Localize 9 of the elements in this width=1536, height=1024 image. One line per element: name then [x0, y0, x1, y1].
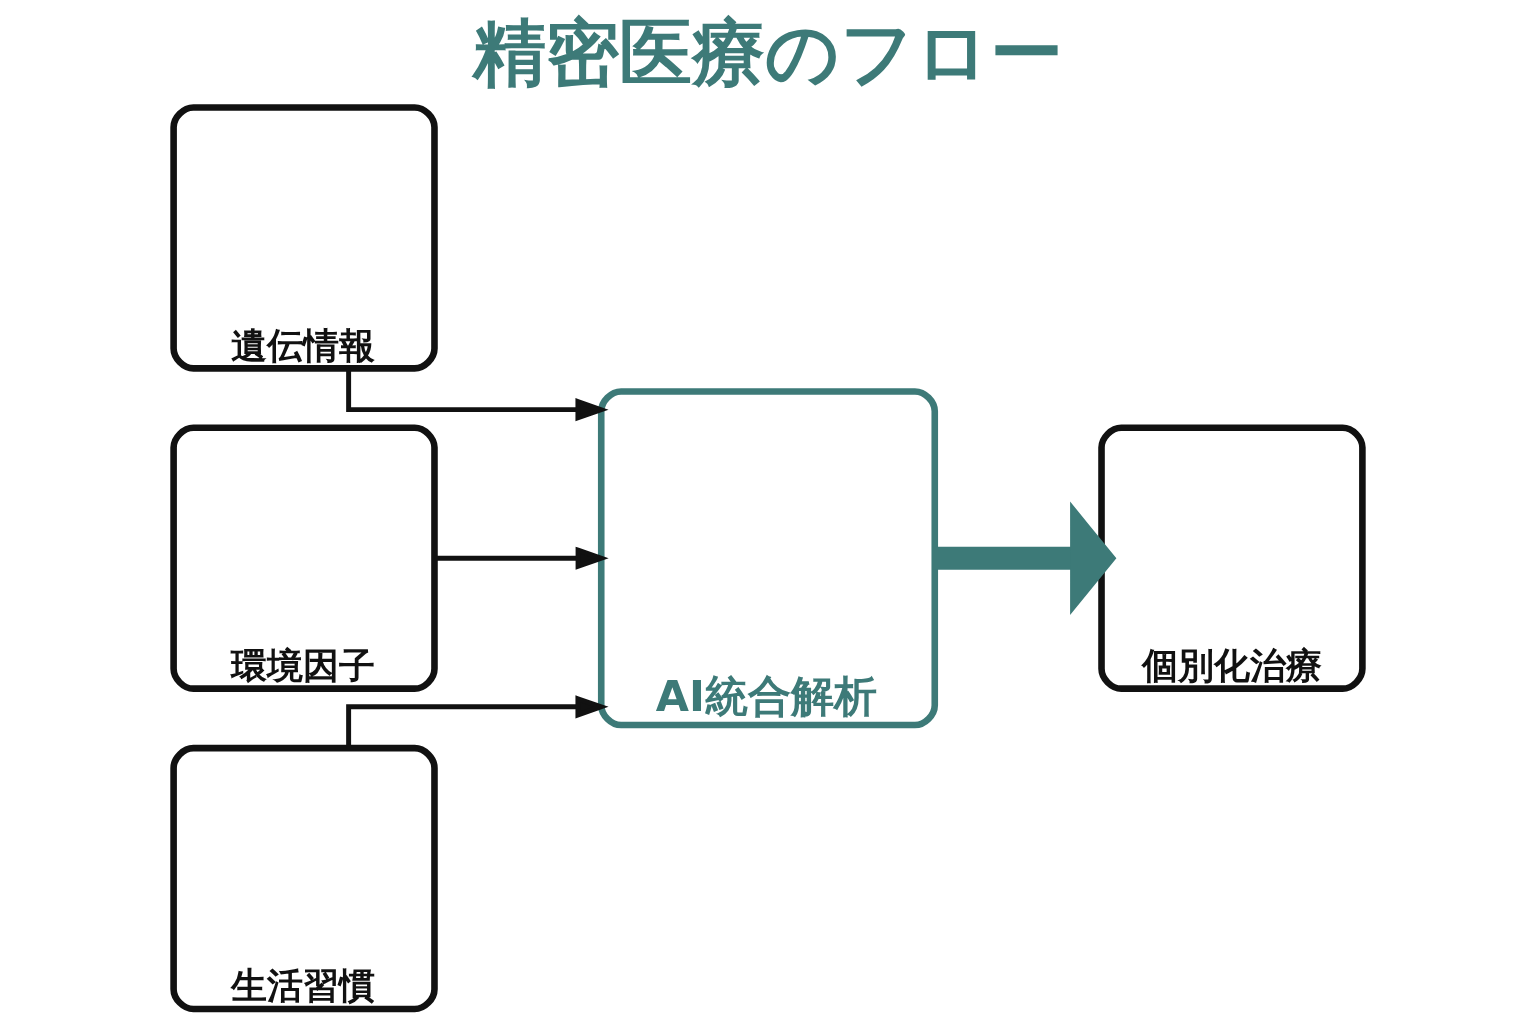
- node-box: 生活習慣: [170, 744, 438, 1013]
- arrow: [434, 546, 609, 570]
- arrow: [346, 695, 609, 748]
- node-box: 遺伝情報: [170, 104, 438, 372]
- node-box: 環境因子: [170, 424, 438, 692]
- node-box: AI統合解析: [597, 388, 939, 729]
- arrow: [346, 368, 609, 422]
- diagram-title: 精密医療のフロー: [473, 11, 1064, 96]
- node-box: 個別化治療: [1098, 424, 1366, 692]
